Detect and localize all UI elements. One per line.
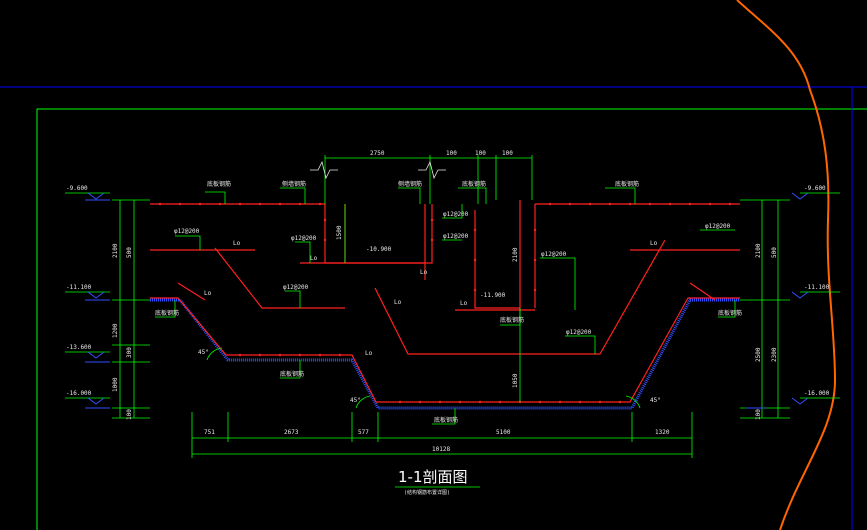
- bottom-dim-1: 751: [204, 429, 215, 436]
- elev-mid-1: -10.900: [366, 246, 392, 253]
- bottom-dim-3: 577: [358, 429, 369, 436]
- center-vdim-3: 1050: [512, 373, 519, 388]
- left-vdim-4: 300: [126, 347, 133, 358]
- elev-right-2: -11.100: [804, 284, 830, 291]
- lap-label-7: Lo: [204, 290, 212, 297]
- lap-label-8: Lo: [365, 350, 373, 357]
- top-dim-2: 100: [446, 150, 457, 157]
- right-vdim-3: 2500: [755, 347, 762, 362]
- lap-label-5: Lo: [394, 299, 402, 306]
- right-vdim-2: 500: [771, 247, 778, 258]
- note-label-1: 底板钢筋: [207, 181, 232, 188]
- drawing-title: 1-1剖面图: [398, 468, 468, 486]
- note-label-6: 底板钢筋: [155, 310, 180, 317]
- elev-left-2: -11.100: [66, 284, 92, 291]
- rebar-label-5: φ12@200: [541, 251, 567, 258]
- elev-right-3: -16.000: [804, 390, 830, 397]
- angle-label-3: 45°: [650, 397, 661, 404]
- lap-label-3: Lo: [420, 269, 428, 276]
- angle-arcs: [206, 347, 641, 409]
- elevation-markers: [85, 192, 809, 409]
- angle-label-2: 45°: [350, 397, 361, 404]
- rebar-label-1: φ12@200: [174, 228, 200, 235]
- left-vdim-5: 1000: [112, 377, 119, 392]
- rebar-label-8: φ12@200: [566, 329, 592, 336]
- elev-right-1: -9.600: [804, 185, 826, 192]
- right-vdim-4: 2300: [771, 347, 778, 362]
- left-vdim-2: 500: [126, 247, 133, 258]
- rebar-group: [150, 200, 740, 403]
- note-label-7: 底板钢筋: [718, 310, 743, 317]
- lap-label-2: Lo: [310, 255, 318, 262]
- note-label-2: 侧墙钢筋: [282, 181, 307, 188]
- center-vdim-2: 2100: [512, 247, 519, 262]
- top-dim-1: 2750: [370, 150, 385, 157]
- break-symbols: [310, 160, 446, 180]
- drawing-frame: [36, 108, 867, 530]
- note-label-10: 底板钢筋: [500, 317, 525, 324]
- lap-label-6: Lo: [650, 240, 658, 247]
- note-label-3: 侧墙钢筋: [398, 181, 423, 188]
- right-vdim-5: 100: [755, 409, 762, 420]
- lap-label-1: Lo: [233, 240, 241, 247]
- rebar-label-6: φ12@200: [705, 223, 731, 230]
- top-dim-3: 100: [475, 150, 486, 157]
- bottom-total: 10128: [432, 446, 451, 453]
- elev-left-4: -16.000: [66, 390, 92, 397]
- angle-label-1: 45°: [198, 349, 209, 356]
- drawing-subtitle: (结构钢筋布置详图): [404, 490, 451, 496]
- left-vdim-1: 2100: [112, 243, 119, 258]
- bottom-dim-5: 1320: [655, 429, 670, 436]
- boundary-curve: [736, 0, 837, 530]
- right-vdim-1: 2100: [755, 243, 762, 258]
- rebar-label-2: φ12@200: [291, 235, 317, 242]
- note-label-9: 底板钢筋: [434, 417, 459, 424]
- center-vdim-1: 1500: [336, 225, 343, 240]
- left-vdim-3: 1200: [112, 323, 119, 338]
- top-dim-4: 100: [502, 150, 513, 157]
- rebar-dots: [158, 202, 732, 404]
- rebar-label-4: φ12@200: [443, 233, 469, 240]
- bottom-dim-4: 5100: [496, 429, 511, 436]
- rebar-label-7: φ12@200: [283, 284, 309, 291]
- note-label-4: 底板钢筋: [462, 181, 487, 188]
- left-vdim-6: 100: [126, 409, 133, 420]
- rebar-label-3: φ12@200: [443, 211, 469, 218]
- note-label-5: 底板钢筋: [615, 181, 640, 188]
- elev-left-3: -13.600: [66, 344, 92, 351]
- lap-label-4: Lo: [460, 300, 468, 307]
- elev-left-1: -9.600: [66, 185, 88, 192]
- dimension-lines: [65, 155, 840, 488]
- elev-mid-2: -11.900: [480, 292, 506, 299]
- bottom-dim-2: 2673: [284, 429, 299, 436]
- note-label-8: 底板钢筋: [280, 371, 305, 378]
